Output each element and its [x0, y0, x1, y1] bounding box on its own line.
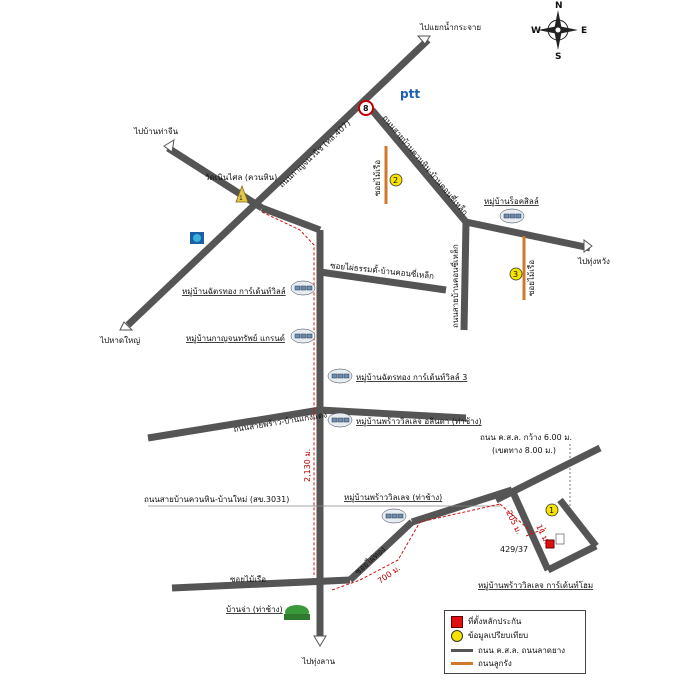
arrow-end-tha-chin	[163, 139, 175, 153]
house-number: 429/37	[500, 545, 528, 554]
label-ban-cha: บ้านจ่า (ท่าช้าง)	[226, 605, 283, 614]
compass-e: E	[581, 26, 587, 36]
bank-logo-icon	[190, 232, 204, 244]
label-village-phrao-onlin: หมู่บ้านพร้าววิลเลจ อลินดา (ท่าช้าง)	[356, 417, 482, 427]
khuan-hin-road	[369, 107, 469, 225]
village-icon-kanchana	[290, 328, 316, 344]
label-village-rock: หมู่บ้านร็อคสิลล์	[484, 196, 539, 207]
compass-s: S	[555, 52, 561, 62]
comparable-marker-1	[545, 503, 559, 517]
distance-11-line	[525, 527, 547, 537]
tree-icon	[284, 605, 310, 620]
village-icon-phrao-tha	[381, 508, 407, 524]
soi-sai-road	[347, 519, 415, 583]
distance-2130-line	[261, 211, 315, 575]
distance-lines	[261, 211, 547, 591]
compass-w: W	[531, 26, 541, 36]
label-to-thung-lan: ไปทุ่งลาน	[301, 657, 336, 666]
distance-2130-label: 2,130 ม.	[303, 449, 312, 482]
legend-row-gravel: ถนนลูกรัง	[451, 657, 512, 669]
arrow-end-thung-wang	[583, 239, 593, 253]
label-to-market: ไปแยกน้ำกระจาย	[419, 21, 481, 32]
distance-700-label: 700 ม.	[376, 564, 402, 586]
label-village-phrao-tha: หมู่บ้านพร้าววิลเลจ (ท่าช้าง)	[344, 493, 442, 503]
village-icon-rock	[499, 208, 525, 224]
soi-2-road	[319, 268, 447, 294]
distance-205-line	[499, 503, 535, 535]
marker-1-label: 1	[549, 506, 554, 515]
label-highway-407: ถนนกาญจนวนิช (ทล.407)	[277, 119, 352, 190]
marker-3-label: 3	[513, 270, 518, 279]
traffic-light-icon	[358, 100, 374, 116]
arrow-end-hat-yai	[119, 321, 134, 331]
road-to-thung-wang	[465, 218, 591, 252]
collateral-marker	[545, 533, 565, 549]
road-end-arrows	[119, 35, 593, 647]
label-kho-si-lek: ถนนสายบ้านคอนซี่เหล็ก	[449, 244, 460, 328]
legend-row-comparable: ข้อมูลเปรียบเทียบ	[451, 629, 529, 642]
arrow-end-top	[416, 35, 431, 45]
label-road-3031: ถนนสายบ้านควนหิน-บ้านใหม่ (สข.3031)	[144, 495, 289, 504]
label-soi-1: ซอยไม้เรือ	[373, 160, 382, 196]
legend-comparable-label: ข้อมูลเปรียบเทียบ	[468, 631, 529, 640]
pks-road-bottom	[546, 542, 598, 574]
legend-row-collateral: ที่ตั้งหลักประกัน	[451, 615, 522, 628]
compass-rose-icon	[538, 10, 578, 50]
highway-407-road	[125, 37, 431, 328]
comparable-marker-2	[389, 173, 403, 187]
label-village-phrao-garden: หมู่บ้านพร้าววิลเลจ การ์เด้นท์โฮม	[478, 580, 593, 591]
legend-row-paved: ถนน ค.ส.ล. ถนนลาดยาง	[451, 644, 565, 656]
label-soi-3: ซอยไม้เรือ	[527, 260, 536, 296]
legend-comparable-swatch	[451, 629, 463, 642]
temple-icon	[235, 184, 249, 203]
label-to-hat-yai: ไปหาดใหญ่	[99, 336, 140, 345]
village-icon-chatrthong1	[290, 280, 316, 296]
legend-paved-label: ถนน ค.ส.ล. ถนนลาดยาง	[478, 646, 566, 655]
legend-collateral-swatch	[451, 615, 463, 628]
label-pks-road-2: (เขตทาง 8.00 ม.)	[492, 446, 556, 455]
label-khuan-hin-road: ถนนสายบ้านควนหิน-บ้านคอนซี่เหล็ก	[380, 112, 471, 217]
label-village-chatrthong3: หมู่บ้านฉัตรทอง การ์เด้นท์วิลล์ 3	[356, 372, 467, 383]
label-soi-mai-rua: ซอยไม้เรือ	[230, 575, 266, 584]
label-to-thung-wang: ไปทุ่งหวัง	[577, 257, 610, 266]
road-thung-left	[147, 406, 321, 442]
label-soi-sai: ซอยไผ่ทอง	[353, 545, 387, 577]
traffic-light-label: 8	[363, 104, 369, 113]
road-thung-right	[319, 406, 467, 422]
village-icons	[290, 208, 525, 524]
legend-paved-swatch	[451, 649, 473, 652]
soi-mai-rua-road	[171, 576, 351, 592]
legend-gravel-label: ถนนลูกรัง	[478, 659, 512, 668]
gravel-roads	[384, 146, 526, 300]
pks-road-left	[508, 488, 552, 572]
label-wat: วัดเนินไศล (ควนหิน)	[205, 173, 277, 182]
village-icon-phrao-onlin	[327, 412, 353, 428]
compass-n: N	[555, 1, 563, 11]
label-pks-road-1: ถนน ค.ส.ล. กว้าง 6.00 ม.	[480, 433, 572, 442]
label-village-chatrthong1: หมู่บ้านฉัตรทอง การ์เด้นท์วิลล์	[182, 286, 286, 297]
label-to-tha-chin: ไปบ้านท่าจีน	[133, 127, 179, 136]
road-kho-si-lek	[460, 221, 470, 331]
legend-gravel-swatch	[451, 662, 473, 665]
ptt-logo: ptt	[400, 87, 420, 101]
map-legend: ที่ตั้งหลักประกัน ข้อมูลเปรียบเทียบ ถนน …	[444, 610, 586, 674]
label-village-kanchana: หมู่บ้านกาญจนทรัพย์ แกรนด์	[186, 333, 285, 344]
junction-link	[260, 204, 322, 234]
comparable-marker-3	[509, 267, 523, 281]
temple-number: 1	[239, 195, 243, 202]
arrow-end-thung-lan	[313, 635, 327, 647]
distance-700-line	[331, 503, 501, 591]
legend-collateral-label: ที่ตั้งหลักประกัน	[468, 617, 522, 626]
pks-road-right	[557, 497, 599, 549]
marker-2-label: 2	[393, 176, 398, 185]
village-icon-chatrthong3	[327, 368, 353, 384]
